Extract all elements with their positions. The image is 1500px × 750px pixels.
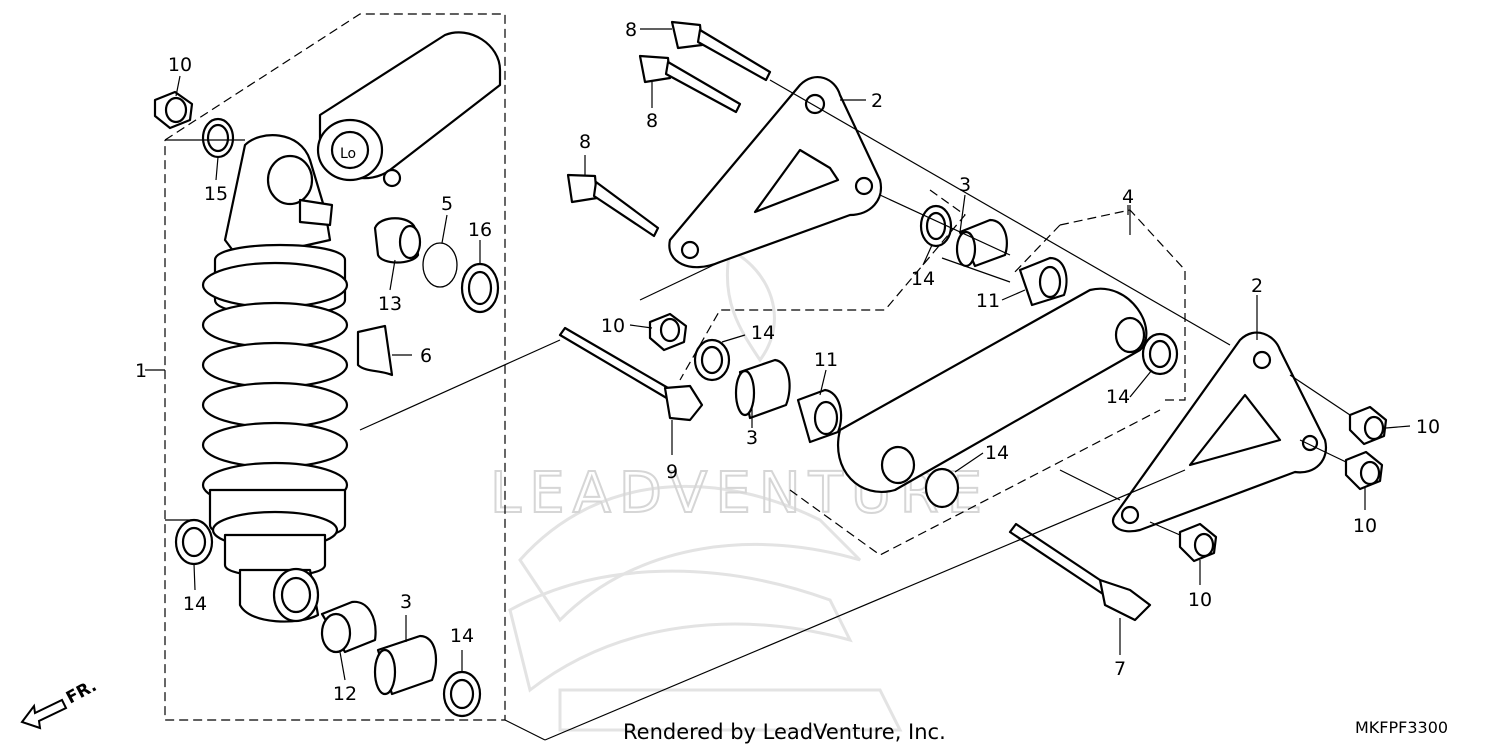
seal-link-right bbox=[1141, 332, 1179, 376]
callout-collar-upper: 3 bbox=[959, 174, 971, 196]
nut-bottom bbox=[1178, 522, 1218, 563]
callout-collar-mid: 3 bbox=[746, 427, 758, 449]
bearing-shock-part12 bbox=[320, 600, 377, 654]
callout-nut-top-left: 10 bbox=[168, 54, 192, 76]
arrow-left-icon bbox=[20, 698, 68, 730]
shock-assembly-box bbox=[145, 13, 506, 721]
collar-lower bbox=[373, 634, 438, 696]
callout-link-assembly: 4 bbox=[1122, 186, 1134, 208]
callout-nut-right-lower: 10 bbox=[1353, 515, 1377, 537]
callout-circlip: 5 bbox=[441, 193, 453, 215]
link-plate-right bbox=[1112, 331, 1328, 533]
callout-seal-link-right: 14 bbox=[1106, 386, 1130, 408]
bushing-part13 bbox=[373, 217, 422, 264]
coil-spring bbox=[201, 261, 349, 509]
nut-right-upper bbox=[1348, 405, 1388, 446]
callout-bushing: 13 bbox=[378, 293, 402, 315]
bolt-a bbox=[670, 20, 772, 82]
callout-bolt-lower: 7 bbox=[1114, 658, 1126, 680]
nut-top-left bbox=[153, 90, 194, 130]
collar-mid bbox=[734, 358, 791, 420]
seal-shock-bottom bbox=[442, 670, 482, 718]
credit-text: Rendered by LeadVenture, Inc. bbox=[623, 720, 946, 744]
circlip-part5 bbox=[422, 242, 458, 288]
bolt-b bbox=[638, 54, 742, 114]
seal-link-lower bbox=[924, 467, 960, 509]
callout-bolt-c: 8 bbox=[579, 131, 591, 153]
bearing-mid bbox=[796, 388, 843, 444]
shock-absorber: Lo bbox=[201, 31, 502, 623]
nut-mid bbox=[648, 312, 688, 352]
callout-nut-mid: 10 bbox=[601, 315, 625, 337]
bearing-upper bbox=[1018, 256, 1068, 307]
front-direction-indicator: FR. bbox=[20, 676, 100, 730]
callout-collar-lower: 3 bbox=[400, 591, 412, 613]
link-arm bbox=[837, 287, 1148, 493]
callout-nut-bottom: 10 bbox=[1188, 589, 1212, 611]
nut-right-lower bbox=[1344, 450, 1384, 491]
callout-washer: 15 bbox=[204, 183, 228, 205]
front-direction-label: FR. bbox=[63, 676, 100, 708]
callout-seal-mid: 14 bbox=[751, 322, 775, 344]
seal-upper bbox=[919, 204, 953, 248]
callout-seal-link-lower: 14 bbox=[985, 442, 1009, 464]
callout-bearing-mid: 11 bbox=[814, 349, 838, 371]
callout-leaders bbox=[175, 28, 1411, 681]
callout-seal-shock-left: 14 bbox=[183, 593, 207, 615]
seal-shock-left bbox=[174, 518, 214, 566]
bolt-lower bbox=[1008, 522, 1152, 622]
callout-bearing-upper: 11 bbox=[976, 290, 1000, 312]
leader-lines bbox=[165, 79, 1351, 741]
callout-link-plate-upper: 2 bbox=[871, 90, 883, 112]
seal-group-box bbox=[679, 189, 966, 381]
callout-link-plate-lower: 2 bbox=[1251, 275, 1263, 297]
seal-mid bbox=[693, 338, 731, 382]
callout-bolt-a: 8 bbox=[625, 19, 637, 41]
callout-shock-absorber: 1 bbox=[135, 360, 147, 382]
callout-nut-right-upper: 10 bbox=[1416, 416, 1440, 438]
callout-label-decal: 6 bbox=[420, 345, 432, 367]
pivot-bolt bbox=[558, 326, 704, 422]
callout-bearing-shock: 12 bbox=[333, 683, 357, 705]
callout-labels: 1 10 15 5 16 13 6 14 12 3 14 8 8 8 2 3 4… bbox=[135, 19, 1440, 705]
callout-pivot-bolt: 9 bbox=[666, 461, 678, 483]
label-decal-part6 bbox=[356, 324, 394, 377]
bolt-c bbox=[566, 173, 660, 238]
callout-seal-upper: 14 bbox=[911, 268, 935, 290]
callout-seal-shock-bottom: 14 bbox=[450, 625, 474, 647]
collar-upper bbox=[955, 218, 1008, 268]
washer-part15 bbox=[201, 117, 235, 159]
wing-logo-watermark bbox=[508, 247, 903, 732]
dust-seal-part16 bbox=[460, 262, 500, 314]
link-assembly-box bbox=[789, 205, 1186, 556]
link-plate-upper bbox=[668, 75, 883, 269]
adjuster-glyph: Lo bbox=[340, 146, 356, 162]
callout-dust-seal: 16 bbox=[468, 219, 492, 241]
diagram-code: MKFPF3300 bbox=[1355, 718, 1448, 737]
callout-bolt-b: 8 bbox=[646, 110, 658, 132]
